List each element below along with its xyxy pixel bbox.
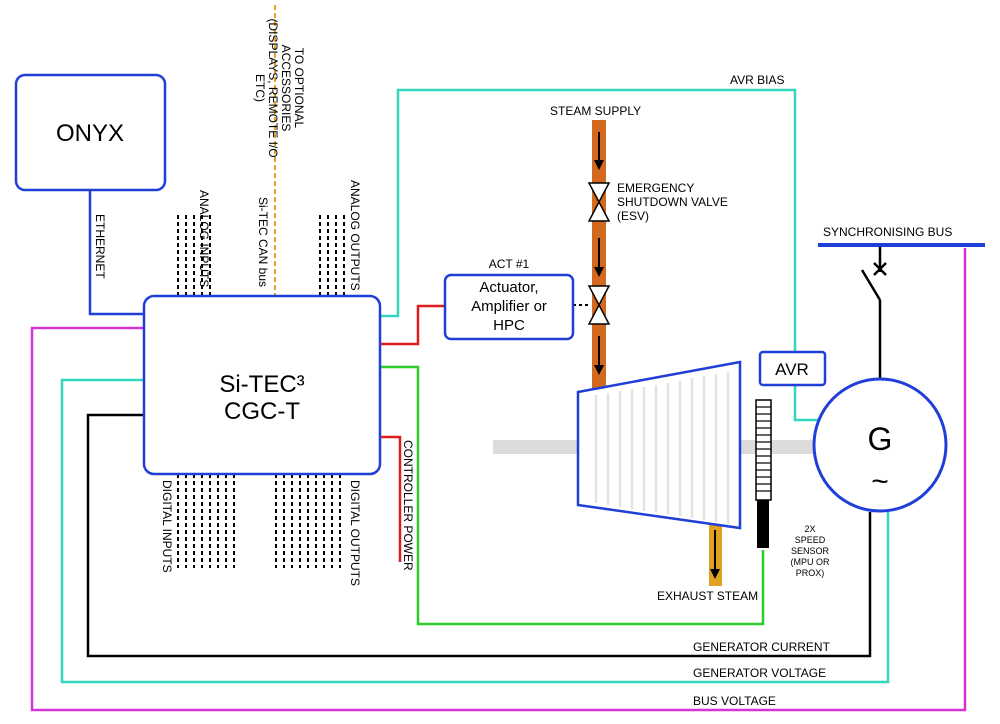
bus-voltage-label: BUS VOLTAGE xyxy=(693,694,776,708)
ethernet-line xyxy=(88,190,145,316)
controller-label-line1: Si-TEC³ xyxy=(219,371,304,398)
generator-symbol: ~ xyxy=(871,465,889,498)
esv-label-line2: SHUTDOWN VALVE xyxy=(617,195,728,209)
onyx-block xyxy=(14,73,167,192)
onyx-label: ONYX xyxy=(56,120,124,147)
can-bus-label: Si-TEC CAN bus xyxy=(256,197,270,287)
accessories-label-line2: ACCESSORIES xyxy=(279,45,293,132)
avr-block xyxy=(758,350,827,387)
accessories-label-line4: ETC) xyxy=(253,74,267,102)
analog-outputs-label: ANALOG OUTPUTS xyxy=(348,180,362,291)
generator-voltage-label: GENERATOR VOLTAGE xyxy=(693,666,826,680)
speed-sensor-label-line4: (MPU OR xyxy=(791,557,830,567)
controller-power-label: CONTROLLER POWER xyxy=(401,440,415,571)
avr-bias-label: AVR BIAS xyxy=(730,73,784,87)
analog-inputs-label: ANALOG INPUTS xyxy=(197,190,211,287)
accessories-label-line1: TO OPTIONAL xyxy=(292,48,306,129)
ethernet-label: ETHERNET xyxy=(93,214,107,279)
steam-supply-label: STEAM SUPPLY xyxy=(550,104,641,118)
generator-icon xyxy=(812,377,948,513)
synchronising-bus-label: SYNCHRONISING BUS xyxy=(823,225,952,239)
avr-label: AVR xyxy=(775,360,809,379)
controller-label-line2: CGC-T xyxy=(224,398,300,425)
actuator-signal-line xyxy=(380,304,445,346)
digital-inputs-label: DIGITAL INPUTS xyxy=(160,480,174,573)
controller-power-line xyxy=(380,435,402,562)
esv-label-line1: EMERGENCY xyxy=(617,181,694,195)
control-valve-icon xyxy=(587,285,611,325)
turbine-icon xyxy=(576,360,742,530)
breaker-icon xyxy=(860,247,887,378)
bus-voltage-line xyxy=(30,248,967,712)
speed-sensor-gear-icon xyxy=(755,399,772,548)
generator-current-label: GENERATOR CURRENT xyxy=(693,640,831,654)
generator-letter: G xyxy=(868,421,893,457)
actuator-label-line1: Actuator, xyxy=(479,279,538,296)
generator-current-line xyxy=(86,413,872,658)
digital-inputs-bundle xyxy=(177,474,235,568)
speed-sensor-label-line5: PROX) xyxy=(796,568,825,578)
speed-sensor-line xyxy=(380,365,765,626)
controller-block xyxy=(142,294,382,476)
esv-label-line3: (ESV) xyxy=(617,209,649,223)
avr-bias-line xyxy=(380,88,820,422)
actuator-label-line3: HPC xyxy=(493,317,525,334)
speed-sensor-label-line2: SPEED xyxy=(795,535,826,545)
digital-outputs-bundle xyxy=(275,474,341,568)
speed-sensor-label-line3: SENSOR xyxy=(791,546,830,556)
speed-sensor-label-line1: 2X xyxy=(804,524,815,534)
analog-outputs-bundle xyxy=(319,215,345,296)
accessories-label-line3: (DISPLAYS, REMOTE I/O xyxy=(266,18,280,157)
actuator-label-line2: Amplifier or xyxy=(471,298,547,315)
exhaust-steam-label: EXHAUST STEAM xyxy=(657,589,758,603)
esv-valve-icon xyxy=(587,182,611,222)
generator-voltage-line xyxy=(60,378,890,684)
digital-outputs-label: DIGITAL OUTPUTS xyxy=(348,480,362,586)
actuator-block xyxy=(443,273,575,341)
actuator-title: ACT #1 xyxy=(489,257,530,271)
